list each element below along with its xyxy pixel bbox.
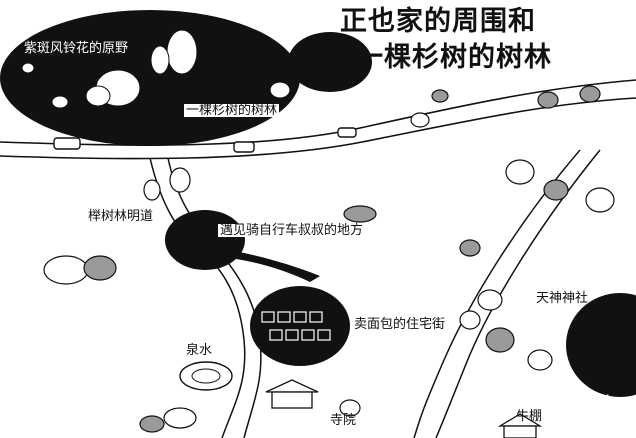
east-road [413,149,601,438]
label-corner-text: 我站 [586,395,613,410]
cars [53,127,357,153]
label-meadow: 紫斑风铃花的原野 [24,41,129,56]
meadow-area [0,10,300,146]
shrine-area [566,293,636,397]
cowshed-building [497,413,543,438]
cedar-dark-patch [288,32,372,92]
label-bicycle-uncle: 遇见骑自行车叔叔的地方 [218,223,366,238]
map-title-line-1: 正也家的周围和 [340,6,536,37]
label-shrine: 天神神社 [536,291,589,306]
meadow-flowers [21,29,198,109]
label-spring: 泉水 [186,343,213,358]
beech-path [149,157,262,438]
temple-building [265,379,319,409]
trees [43,81,615,433]
stream [230,250,320,282]
bicycle-meeting-area [165,210,245,270]
label-bread-house: 卖面包的住宅街 [352,317,448,332]
label-cedar-grove: 一棵杉树的树林 [184,103,280,118]
label-beech-path: 榉树林明道 [88,209,154,224]
houses [261,311,331,341]
label-cowshed: 牛棚 [516,409,543,424]
bread-street-area [250,286,350,366]
label-temple: 寺院 [330,413,357,428]
map-title-line-2: 一棵杉树的树林 [356,42,552,73]
spring-pond [179,361,233,391]
